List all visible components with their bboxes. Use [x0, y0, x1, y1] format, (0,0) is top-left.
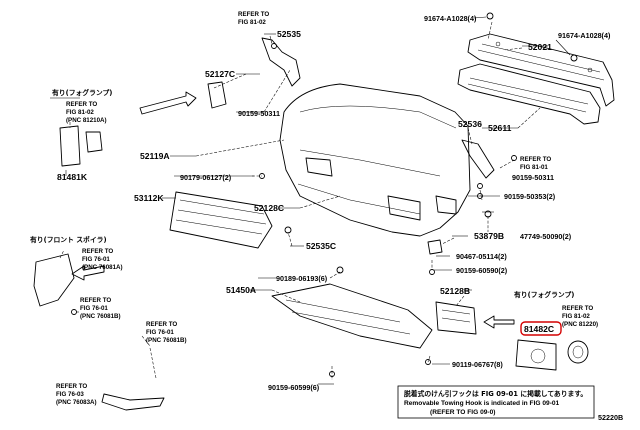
label-52128b: 52128B [440, 286, 470, 296]
label-90179-06127: 90179-06127(2) [180, 173, 232, 182]
bumper-reinforcement-shape [467, 33, 615, 107]
ref-spoiler-b-l3: (PNC 76081B) [80, 313, 121, 320]
ref-fig8101-l2: FIG 81-01 [520, 164, 548, 171]
note-jp: 脱着式のけん引フックは FIG 09-01 に掲載してあります。 [404, 389, 587, 398]
label-52535-top: 52535 [277, 29, 301, 39]
fog-cover-right-shape [515, 339, 557, 371]
side-bracket-shape [207, 81, 227, 109]
reference-callouts: 有り(フォグランプ) REFER TO FIG 81-02 (PNC 81210… [30, 11, 598, 406]
front-spoiler-shape [33, 253, 75, 307]
label-91674-a1028-top: 91674-A1028(4) [424, 14, 477, 23]
ref-spoiler-l2: FIG 76-01 [82, 256, 110, 263]
note-box [397, 385, 595, 419]
ref-fog-left-l3: (PNC 81210A) [66, 117, 107, 124]
label-90159-50311-top: 90159-50311 [238, 109, 280, 118]
label-53112k: 53112K [134, 193, 164, 203]
label-90189-06193: 90189-06193(6) [276, 274, 328, 283]
ref-fog-left-jp: 有り(フォグランプ) [52, 88, 112, 97]
ref-fog-right-l1: REFER TO [562, 305, 593, 312]
ref-fog-left-l2: FIG 81-02 [66, 109, 94, 116]
label-52128c: 52128C [254, 203, 284, 213]
bumper-cover-shape [279, 83, 471, 237]
ref-spoiler-b-l1: REFER TO [80, 297, 111, 304]
ref-spoiler-jp: 有り(フロント スポイラ) [30, 235, 107, 244]
ref-fog-right-l3: (PNC 81220) [562, 321, 598, 328]
ref-spoiler-c-l2: FIG 76-01 [146, 329, 174, 336]
side-retainer-shape [461, 139, 495, 179]
label-91674-a1028-right: 91674-A1028(4) [558, 31, 611, 40]
ref-spoiler-l1: REFER TO [82, 248, 113, 255]
highlight-81482c [520, 321, 562, 336]
part-number-labels: 91674-A1028(4) 52021 91674-A1028(4) 5253… [57, 14, 611, 392]
ref-fog-right-l2: FIG 81-02 [562, 313, 590, 320]
ref-fig8102-top-l2: FIG 81-02 [238, 19, 266, 26]
ref-spoiler-d-l3: (PNC 76083A) [56, 399, 97, 406]
fog-lamp-right-shape [567, 340, 589, 364]
label-52021: 52021 [528, 42, 552, 52]
label-90159-60599: 90159-60599(6) [268, 383, 320, 392]
diagram-code: 52220B [598, 413, 623, 422]
note-ref: (REFER TO FIG 09-0) [430, 409, 495, 416]
ref-fog-left-l1: REFER TO [66, 101, 97, 108]
ref-spoiler-c-l1: REFER TO [146, 321, 177, 328]
fog-cover-shape [435, 301, 477, 335]
lower-spoiler-shape [101, 393, 165, 411]
label-90159-50311-right: 90159-50311 [512, 173, 554, 182]
bumper-absorber-shape [457, 63, 601, 125]
fog-lamp-left-shape [59, 125, 103, 167]
label-52119a: 52119A [140, 151, 170, 161]
label-51450a: 51450A [226, 285, 256, 295]
label-52611: 52611 [488, 123, 512, 133]
label-90119-06767: 90119-06767(8) [452, 360, 503, 369]
ref-spoiler-c-l3: (PNC 76081B) [146, 337, 187, 344]
label-90467-05114: 90467-05114(2) [456, 252, 507, 261]
ref-fig8101-l1: REFER TO [520, 156, 551, 163]
label-81481k: 81481K [57, 172, 88, 182]
label-90159-60590-mid: 90159-60590(2) [456, 266, 508, 275]
engine-under-cover-shape [271, 283, 433, 349]
ref-spoiler-l3: (PNC 76081A) [82, 264, 123, 271]
note-en: Removable Towing Hook is indicated in FI… [404, 400, 560, 407]
lower-grille-shape [169, 191, 273, 249]
ref-spoiler-d-l1: REFER TO [56, 383, 87, 390]
label-53879b: 53879B [474, 231, 504, 241]
assembly-arrows [71, 91, 515, 329]
label-52535c: 52535C [306, 241, 336, 251]
label-81482c: 81482C [524, 324, 554, 334]
small-bracket-shape [427, 239, 443, 255]
label-52127c: 52127C [205, 69, 235, 79]
towing-hook-note: 脱着式のけん引フックは FIG 09-01 に掲載してあります。 Removab… [404, 389, 587, 416]
label-90159-50353: 90159-50353(2) [504, 192, 556, 201]
leader-lines [50, 16, 571, 385]
ref-spoiler-b-l2: FIG 76-01 [80, 305, 108, 312]
ref-spoiler-d-l2: FIG 76-03 [56, 391, 84, 398]
upper-retainer-shape [261, 37, 301, 87]
ref-fog-right-jp: 有り(フォグランプ) [514, 290, 574, 299]
label-47749-50090: 47749-50090(2) [520, 232, 572, 241]
ref-fig8102-top-l1: REFER TO [238, 11, 269, 18]
label-52536: 52536 [458, 119, 482, 129]
